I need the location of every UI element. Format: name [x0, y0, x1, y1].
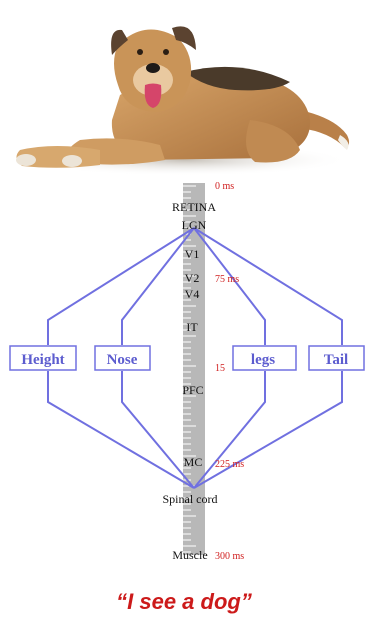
time-ruler: [183, 183, 205, 555]
stage-v2: V2: [185, 271, 200, 285]
feature-box-legs: [232, 345, 297, 371]
feature-label-legs: legs: [251, 352, 275, 368]
feature-box-tail: [308, 345, 365, 371]
timing-0ms: 0 ms: [215, 181, 234, 192]
feature-label-height: Height: [21, 352, 64, 368]
stage-mc: MC: [184, 455, 203, 469]
path-tail-bottom: [193, 371, 343, 489]
timing-15: 15: [215, 363, 225, 374]
stage-spinal-cord: Spinal cord: [163, 492, 218, 506]
stage-v1: V1: [185, 247, 200, 261]
stage-muscle: Muscle: [172, 548, 207, 562]
stage-it: IT: [186, 320, 198, 334]
stage-retina: RETINA: [172, 200, 216, 214]
path-nose-bottom: [121, 371, 195, 489]
path-legs-bottom: [193, 371, 266, 489]
quote-text: “I see a dog”: [116, 589, 252, 614]
stage-pfc: PFC: [182, 383, 203, 397]
path-tail-top: [193, 227, 343, 345]
feature-box-height: [9, 345, 77, 371]
feature-box-nose: [94, 345, 151, 371]
timing-225ms: 225 ms: [215, 459, 244, 470]
stage-v4: V4: [185, 287, 200, 301]
path-legs-top: [193, 227, 266, 345]
path-nose-top: [121, 227, 195, 345]
pathway-lines: [47, 227, 343, 489]
timing-labels: 0 ms 75 ms 15 225 ms 300 ms: [215, 181, 244, 562]
stage-labels: RETINA LGN V1 V2 V4 IT PFC MC Spinal cor…: [163, 200, 218, 562]
timing-75ms: 75 ms: [215, 274, 239, 285]
feature-label-tail: Tail: [324, 352, 348, 368]
path-height-top: [47, 227, 195, 345]
feature-boxes: Height Nose legs Tail: [9, 345, 365, 371]
path-height-bottom: [47, 371, 195, 489]
dog-photo: [16, 26, 350, 176]
feature-label-nose: Nose: [107, 352, 138, 368]
timing-300ms: 300 ms: [215, 551, 244, 562]
stage-lgn: LGN: [182, 218, 207, 232]
